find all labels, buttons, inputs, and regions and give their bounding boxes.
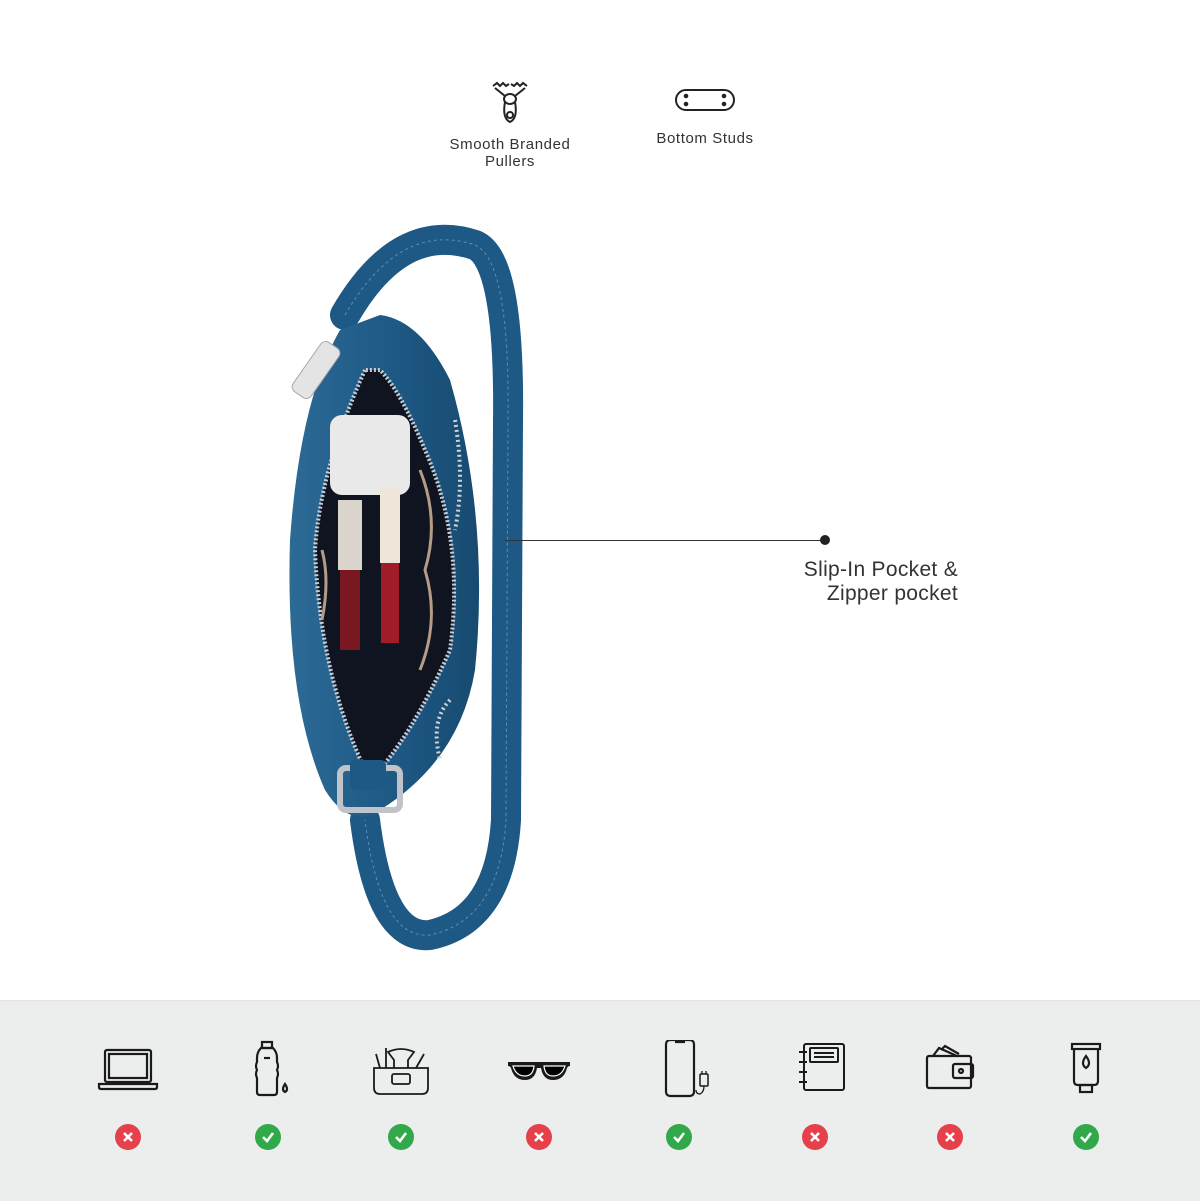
sunglasses-icon xyxy=(508,1062,570,1080)
check-icon xyxy=(1080,1132,1093,1143)
feature-smooth-branded-pullers: Smooth Branded Pullers xyxy=(430,80,590,170)
callout-label: Slip-In Pocket & xyxy=(803,558,958,581)
compat-item-phone-charger xyxy=(634,1040,724,1150)
fits-badge xyxy=(388,1124,414,1150)
feature-label: Bottom Studs xyxy=(656,130,754,147)
fits-badge xyxy=(255,1124,281,1150)
check-icon xyxy=(673,1132,686,1143)
not-fits-badge xyxy=(802,1124,828,1150)
product-image-bag xyxy=(289,224,524,951)
zipper-puller-icon xyxy=(492,81,528,124)
makeup-kit-icon xyxy=(373,1048,429,1095)
not-fits-badge xyxy=(115,1124,141,1150)
compat-item-lotion-tube xyxy=(1041,1040,1131,1150)
feature-label: Smooth Branded xyxy=(449,136,571,153)
callout-label: Zipper pocket xyxy=(826,582,958,605)
callout-dot xyxy=(820,535,830,545)
compat-item-laptop xyxy=(83,1040,173,1150)
not-fits-badge xyxy=(937,1124,963,1150)
check-icon xyxy=(262,1132,275,1143)
x-icon xyxy=(123,1132,133,1142)
notebook-icon xyxy=(799,1043,845,1091)
callout-slip-in-zipper-pocket: Slip-In Pocket & Zipper pocket xyxy=(804,558,958,606)
feature-bottom-studs: Bottom Studs xyxy=(630,88,780,147)
wallet-icon xyxy=(925,1044,975,1090)
phone-charger-icon xyxy=(664,1040,709,1098)
check-icon xyxy=(395,1132,408,1143)
bottom-studs-icon xyxy=(675,89,735,111)
not-fits-badge xyxy=(526,1124,552,1150)
compat-item-sunglasses xyxy=(494,1040,584,1150)
compat-item-wallet xyxy=(905,1040,995,1150)
compat-item-notebook xyxy=(770,1040,860,1150)
callout-leader-line xyxy=(505,540,825,541)
compatibility-bar xyxy=(0,1000,1200,1201)
compat-item-makeup-pouch xyxy=(356,1040,446,1150)
water-bottle-icon xyxy=(254,1040,289,1097)
compat-item-water-bottle xyxy=(223,1040,313,1150)
lotion-tube-icon xyxy=(1070,1042,1102,1094)
fits-badge xyxy=(1073,1124,1099,1150)
x-icon xyxy=(945,1132,955,1142)
feature-label: Pullers xyxy=(484,153,536,170)
laptop-icon xyxy=(97,1048,159,1091)
x-icon xyxy=(810,1132,820,1142)
x-icon xyxy=(534,1132,544,1142)
fits-badge xyxy=(666,1124,692,1150)
